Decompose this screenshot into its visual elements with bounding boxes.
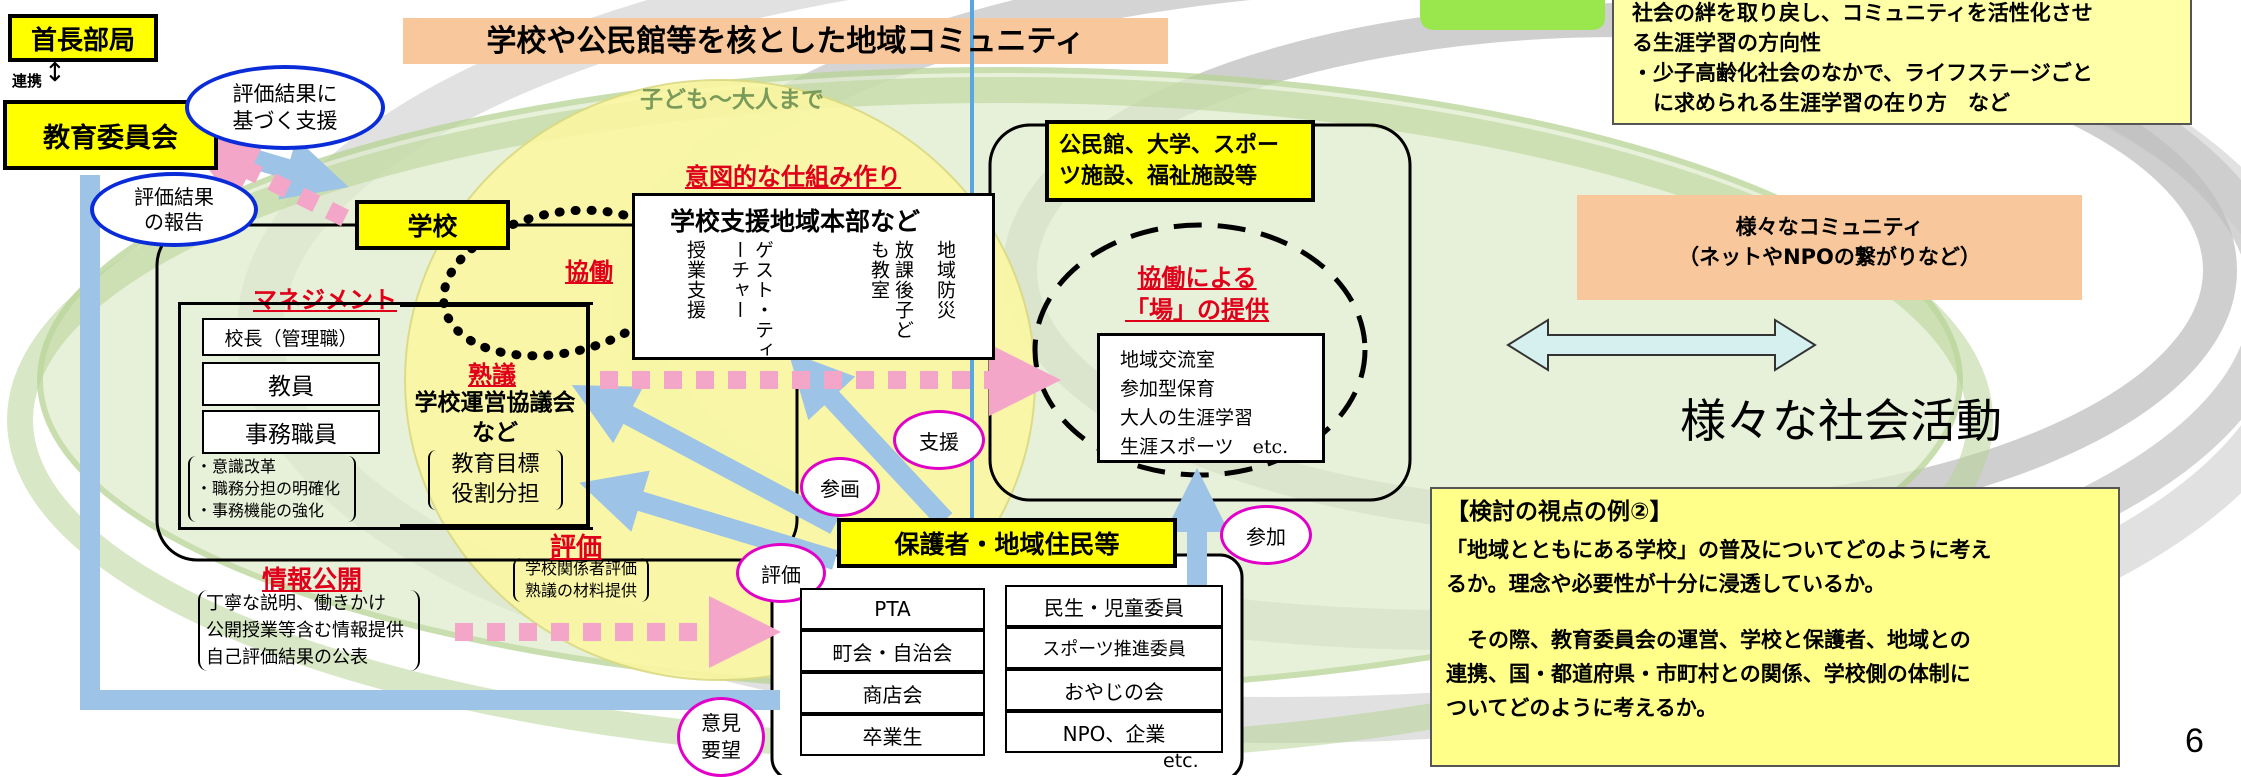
group-welfare: 民生・児童委員 (1005, 585, 1223, 627)
evaluation-title: 評価 (550, 533, 603, 563)
council-items: 教育目標役割分担 (428, 450, 563, 510)
mechanism-label: 意図的な仕組み作り (685, 163, 901, 191)
discussion-note: 【検討の視点の例②】 「地域とともにある学校」の普及についてどのように考え るか… (1430, 487, 2120, 767)
support-hq-title: 学校支援地域本部など (670, 207, 921, 236)
title-banner (403, 18, 1168, 64)
social-activity-label: 様々な社会活動 (1680, 394, 2002, 448)
etc-label: etc. (1163, 750, 1199, 772)
group-shops: 商店会 (800, 672, 985, 714)
facilities-box: 公民館、大学、スポーツ施設、福祉施設等 (1045, 120, 1315, 202)
support-col-afterschool: 放課後子ども教室 (868, 240, 914, 340)
support-hq-box: 学校支援地域本部など 授業支援 ゲスト・ティーチャー 放課後子ども教室 地域防災 (632, 193, 995, 360)
management-notes: ・意識改革 ・職務分担の明確化 ・事務機能の強化 (188, 456, 357, 522)
mayor-office-box: 首長部局 (8, 14, 158, 62)
venue-items-box: 地域交流室 参加型保育 大人の生涯学習 生涯スポーツ etc. (1097, 333, 1325, 463)
school-box: 学校 (355, 200, 510, 250)
community-box (1577, 195, 2082, 300)
residents-box: 保護者・地域住民等 (837, 518, 1177, 568)
updown-arrow-icon: ↕ (44, 58, 66, 88)
discussion-note-title: 【検討の視点の例②】 (1446, 499, 1673, 525)
teacher-box: 教員 (202, 362, 380, 406)
group-npo: NPO、企業 (1005, 711, 1223, 753)
group-pta: PTA (800, 588, 985, 630)
report-oval: 評価結果の報告 (90, 172, 258, 247)
disclosure-items: 丁寧な説明、働きかけ 公開授業等含む情報提供 自己評価結果の公表 (198, 590, 420, 671)
attend-oval: 参加 (1220, 505, 1312, 565)
pink-arrows (185, 138, 1061, 668)
support-oval: 評価結果に基づく支援 (185, 65, 385, 150)
participation-oval: 参画 (800, 457, 880, 517)
support-col-guest: ゲスト・ティーチャー (728, 240, 774, 360)
council-name: 学校運営協議会など (414, 390, 576, 446)
disclosure-title: 情報公開 (262, 565, 363, 594)
community-text: 様々なコミュニティ（ネットやNPOの繋がりなど） (1678, 215, 1981, 269)
council-frame (400, 303, 590, 528)
age-range-label: 子ども～大人まで (640, 87, 824, 113)
evaluation-items: 学校関係者評価 熟議の材料提供 (513, 558, 650, 602)
support-col-lessons: 授業支援 (684, 240, 706, 320)
double-arrow (1506, 318, 1817, 372)
deliberation-label: 熟議 (468, 361, 516, 389)
collaboration-label: 協働 (565, 258, 613, 286)
diagram-title: 学校や公民館等を核とした地域コミュニティ (486, 24, 1085, 59)
group-alumni: 卒業生 (800, 714, 985, 756)
group-neighborhood: 町会・自治会 (800, 630, 985, 672)
support-label-oval: 支援 (893, 410, 985, 470)
management-title: マネジメント (253, 286, 397, 314)
group-sports: スポーツ推進委員 (1005, 627, 1223, 669)
clerk-box: 事務職員 (202, 410, 380, 454)
venue-title: 協働による「場」の提供 (1125, 264, 1269, 324)
education-board-box: 教育委員会 (3, 100, 218, 170)
page-number: 6 (2185, 722, 2204, 760)
opinion-oval: 意見要望 (677, 697, 765, 777)
management-frame (178, 302, 593, 530)
coordination-label: 連携 (12, 72, 43, 90)
group-fathers: おやじの会 (1005, 669, 1223, 711)
support-col-disaster: 地域防災 (934, 240, 956, 320)
direction-note: 社会の絆を取り戻し、コミュニティを活性化させ る生涯学習の方向性 ・少子高齢化社… (1612, 0, 2192, 125)
principal-box: 校長（管理職） (202, 318, 380, 356)
